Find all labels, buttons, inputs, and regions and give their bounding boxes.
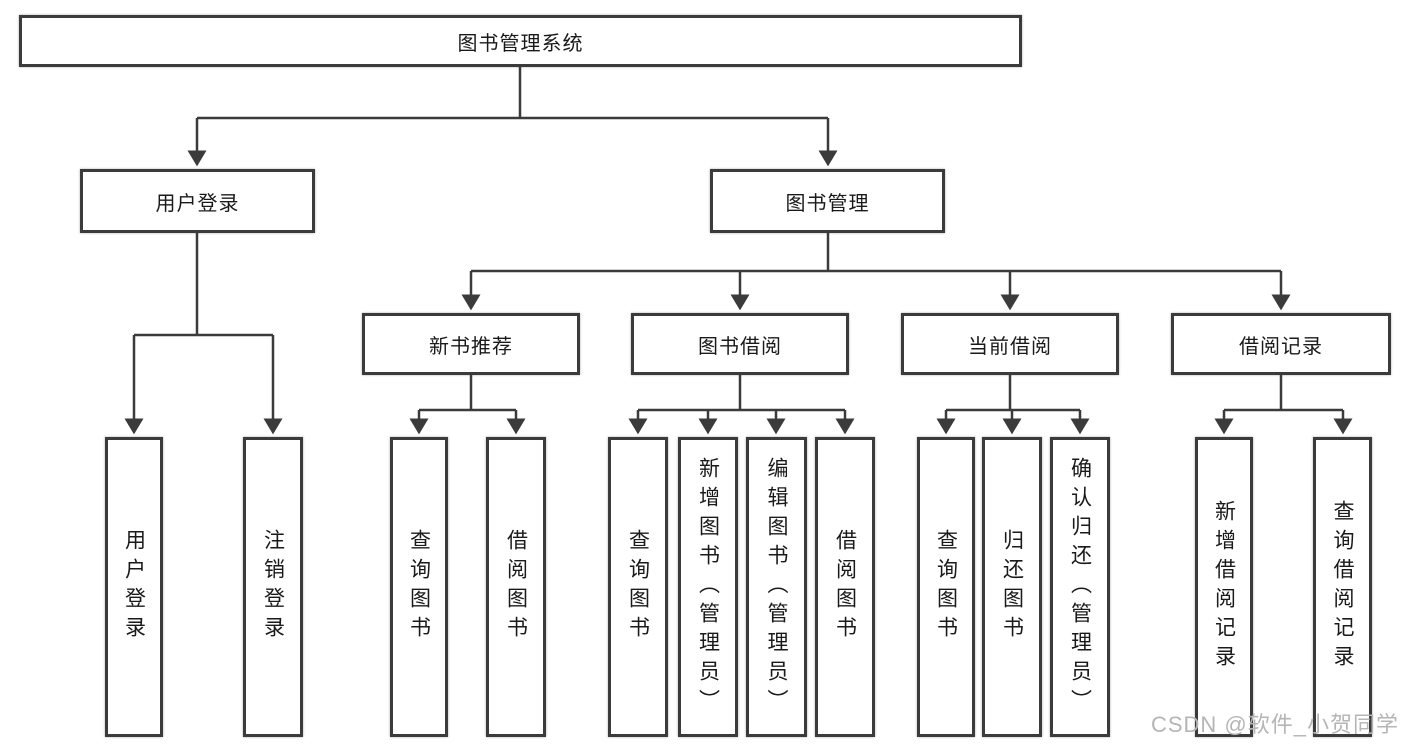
leaf-current-query-label: 查询图书 xyxy=(934,529,958,645)
node-current-borrow: 当前借阅 xyxy=(901,313,1119,375)
leaf-add-book-admin-label: 新增图书（管理员） xyxy=(696,456,720,718)
leaf-borrow-query: 查询图书 xyxy=(608,437,668,737)
leaf-current-query: 查询图书 xyxy=(917,437,975,737)
leaf-borrow-book: 借阅图书 xyxy=(815,437,875,737)
node-root-system: 图书管理系统 xyxy=(19,15,1022,67)
node-book-management: 图书管理 xyxy=(710,169,945,233)
node-book-management-label: 图书管理 xyxy=(785,192,870,215)
node-user-login-label: 用户登录 xyxy=(155,192,240,215)
node-current-borrow-label: 当前借阅 xyxy=(968,335,1052,358)
leaf-add-borrow-record: 新增借阅记录 xyxy=(1195,437,1253,737)
leaf-return-book: 归还图书 xyxy=(982,437,1042,737)
connector-new-book-to-leaves xyxy=(409,375,526,435)
connector-current-borrow-to-leaves xyxy=(936,375,1090,435)
leaf-edit-book-admin: 编辑图书（管理员） xyxy=(746,437,807,737)
leaf-borrow-query-label: 查询图书 xyxy=(626,529,650,645)
leaf-confirm-return-admin: 确认归还（管理员） xyxy=(1050,437,1110,737)
node-new-book-recommend-label: 新书推荐 xyxy=(429,335,513,358)
leaf-borrow-book-label: 借阅图书 xyxy=(833,529,857,645)
leaf-edit-book-admin-label: 编辑图书（管理员） xyxy=(765,456,788,718)
node-root-label: 图书管理系统 xyxy=(457,32,584,55)
leaf-return-book-label: 归还图书 xyxy=(1000,529,1024,645)
connector-book-borrow-to-leaves xyxy=(628,375,855,435)
node-new-book-recommend: 新书推荐 xyxy=(362,313,580,375)
leaf-logout: 注销登录 xyxy=(243,437,303,737)
leaf-user-login-label: 用户登录 xyxy=(122,529,146,645)
leaf-logout-label: 注销登录 xyxy=(261,529,285,645)
node-borrow-record-label: 借阅记录 xyxy=(1239,335,1323,358)
node-borrow-record: 借阅记录 xyxy=(1171,313,1391,375)
node-user-login: 用户登录 xyxy=(80,169,315,233)
connector-book-management-to-level3 xyxy=(461,233,1291,311)
leaf-newbook-borrow-label: 借阅图书 xyxy=(504,529,528,645)
leaf-newbook-query: 查询图书 xyxy=(390,437,448,737)
connector-borrow-record-to-leaves xyxy=(1214,375,1353,435)
leaf-newbook-query-label: 查询图书 xyxy=(407,529,431,645)
leaf-query-borrow-record-label: 查询借阅记录 xyxy=(1331,500,1354,674)
leaf-add-book-admin: 新增图书（管理员） xyxy=(678,437,738,737)
node-book-borrow: 图书借阅 xyxy=(631,313,849,375)
connector-root-to-level2 xyxy=(187,67,838,167)
leaf-confirm-return-admin-label: 确认归还（管理员） xyxy=(1068,456,1092,718)
connector-user-login-to-leaves xyxy=(124,233,283,435)
leaf-newbook-borrow: 借阅图书 xyxy=(486,437,546,737)
leaf-query-borrow-record: 查询借阅记录 xyxy=(1313,437,1372,737)
leaf-add-borrow-record-label: 新增借阅记录 xyxy=(1212,500,1236,674)
leaf-user-login: 用户登录 xyxy=(105,437,163,737)
node-book-borrow-label: 图书借阅 xyxy=(698,335,782,358)
